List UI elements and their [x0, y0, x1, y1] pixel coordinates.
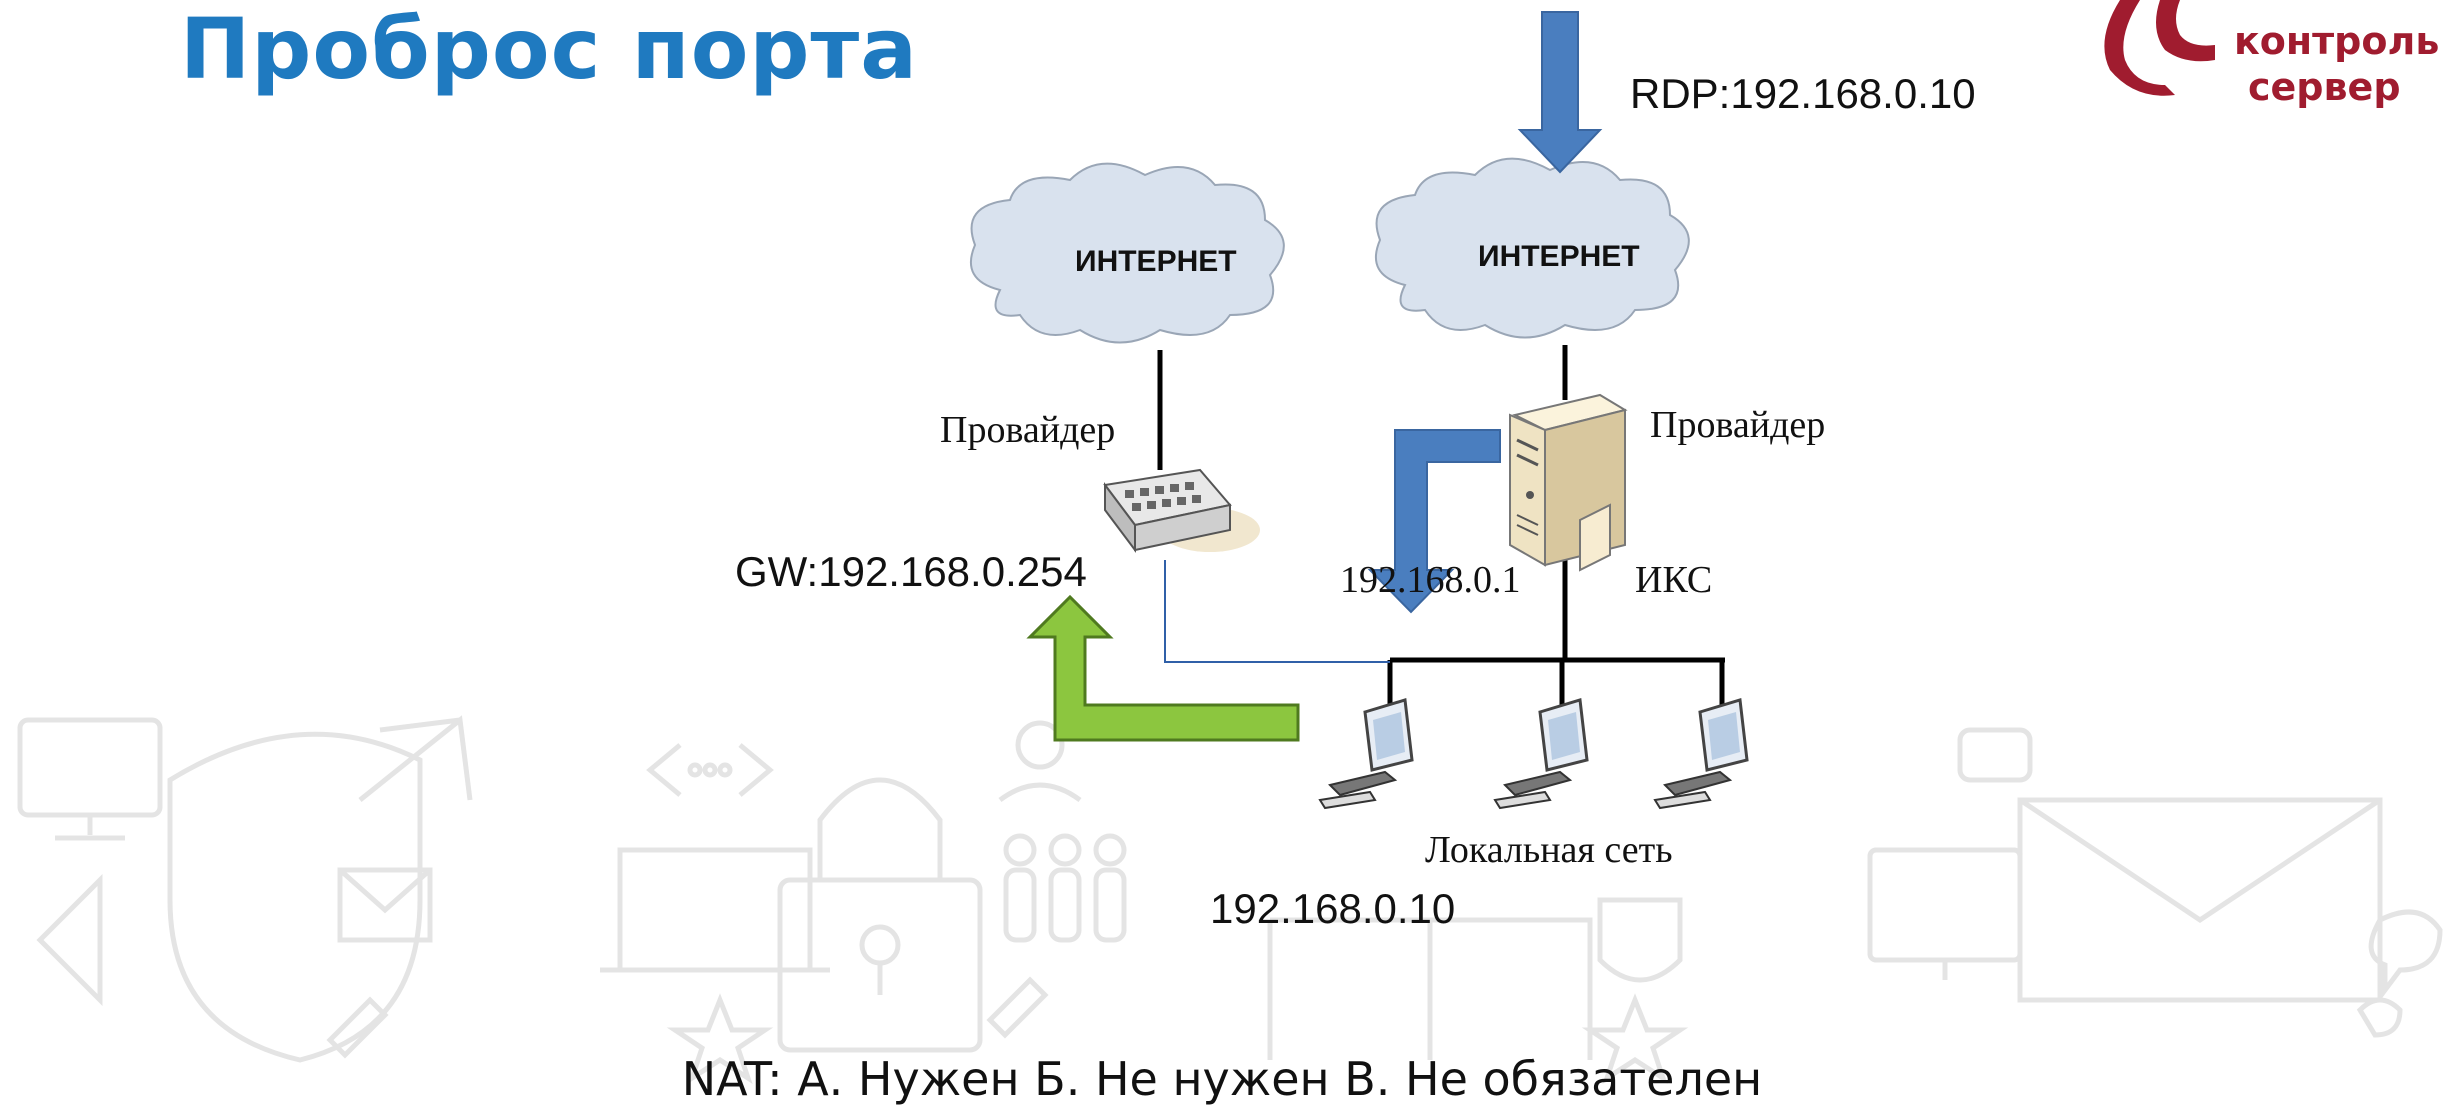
shield-icon [167, 731, 423, 1063]
book-icon [1267, 917, 1593, 1060]
local-ip-label: 192.168.0.10 [1210, 885, 1456, 932]
page-title: Проброс порта [180, 0, 918, 98]
provider-right-label: Провайдер [1650, 404, 1826, 446]
star-icon-2 [1581, 993, 1689, 1084]
gateway-label: GW:192.168.0.254 [735, 548, 1087, 595]
internet-cloud-right [1375, 157, 1690, 339]
star-icon [666, 993, 774, 1084]
iks-label: ИКС [1635, 559, 1713, 601]
forward-arrow [1367, 429, 1501, 614]
link-router-lan [1164, 560, 1390, 663]
workstation-icon-3 [1653, 698, 1749, 810]
internet-left-label: ИНТЕРНЕТ [1075, 245, 1237, 278]
return-arrow [1026, 594, 1300, 742]
people-icon [1003, 833, 1127, 943]
nat-question: NAT: А. Нужен Б. Не нужен В. Не обязател… [681, 1052, 1763, 1106]
iks-ip-label: 192.168.0.1 [1340, 559, 1521, 601]
local-net-label: Локальная сеть [1425, 829, 1673, 871]
logo-line-2: сервер [2248, 65, 2401, 109]
small-shield-icon [1597, 897, 1683, 983]
internet-cloud-left [970, 162, 1285, 344]
provider-left-label: Провайдер [940, 409, 1116, 451]
incoming-arrow [1517, 11, 1603, 174]
triangle-icon [36, 873, 103, 1007]
workstation-icon-2 [1493, 698, 1589, 810]
router-icon [1103, 468, 1260, 553]
workstation-icon-1 [1318, 698, 1414, 810]
chat-bubble-icon [2368, 909, 2443, 998]
chat-icon [1957, 727, 2033, 783]
logo-mark [2104, 0, 2215, 96]
internet-right-label: ИНТЕРНЕТ [1478, 240, 1640, 273]
envelope-icon [337, 867, 433, 943]
code-icon [646, 743, 774, 797]
logo-line-1: контроль [2234, 19, 2440, 63]
logo: контроль сервер [2234, 18, 2439, 110]
rdp-label: RDP:192.168.0.10 [1630, 70, 1976, 117]
arrow-icon [358, 715, 473, 802]
server-icon [1509, 393, 1628, 572]
padlock-icon [817, 777, 943, 880]
person-icon [1015, 720, 1065, 770]
pencil-icon [326, 996, 389, 1059]
